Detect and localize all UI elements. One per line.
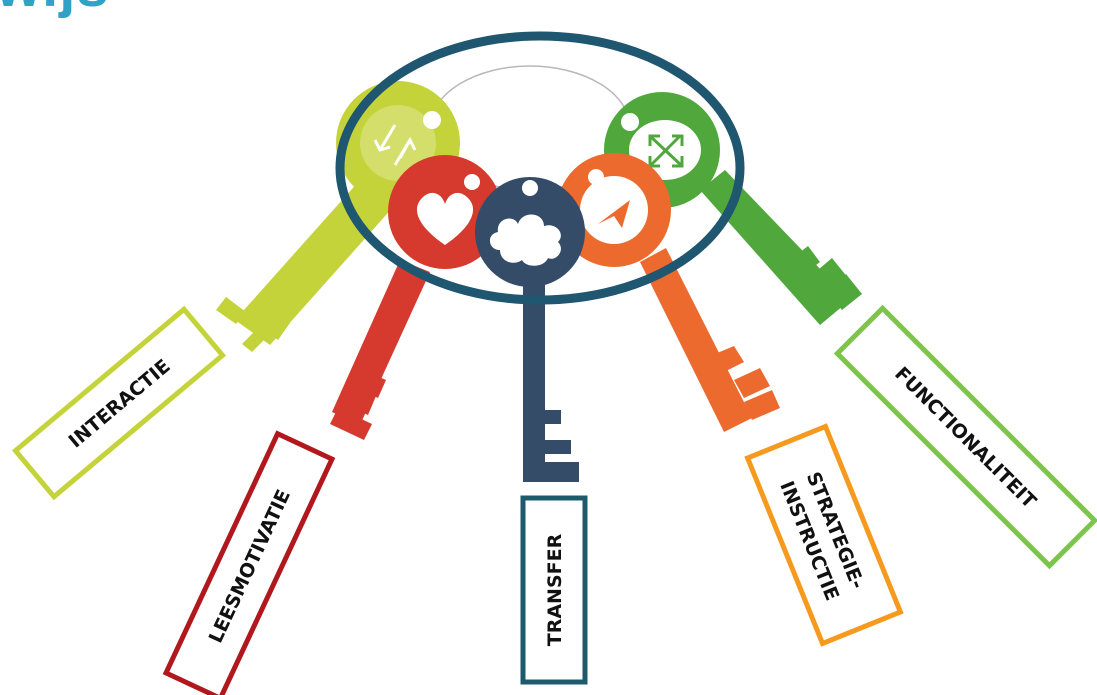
tag-functionaliteit-label: FUNCTIONALITEIT <box>890 363 1040 513</box>
tag-strategie-border <box>744 423 904 647</box>
tag-leesmotivatie-border <box>162 430 336 695</box>
key-ring <box>335 31 745 305</box>
key-strategie <box>557 153 780 432</box>
tag-interactie-border <box>11 305 227 501</box>
tag-strategie-instructie: STRATEGIE- INSTRUCTIE <box>744 423 904 647</box>
heart-icon <box>416 192 474 245</box>
tag-transfer-border <box>520 495 588 685</box>
tag-interactie: INTERACTIE <box>11 305 227 501</box>
four-way-arrows-icon <box>648 134 684 168</box>
page-title: wijs <box>0 0 110 16</box>
pointer-arrow-icon <box>598 200 630 228</box>
tag-transfer: TRANSFER <box>520 495 588 685</box>
tag-leesmotivatie: LEESMOTIVATIE <box>162 430 336 695</box>
bidirectional-arrows-icon <box>373 124 417 166</box>
tag-functionaliteit-border <box>833 304 1097 570</box>
tag-transfer-label: TRANSFER <box>544 533 566 646</box>
tag-functionaliteit: FUNCTIONALITEIT <box>833 304 1097 570</box>
cloud-icon <box>489 214 561 266</box>
